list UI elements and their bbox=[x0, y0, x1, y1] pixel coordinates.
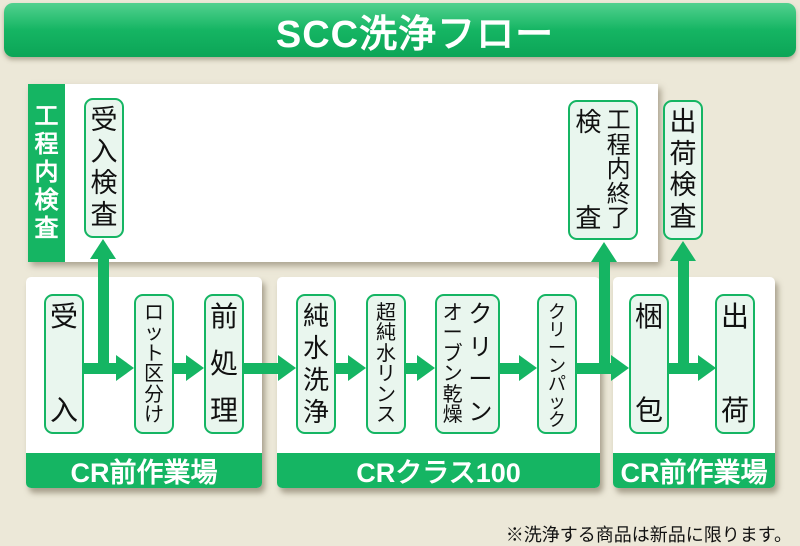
step-receive: 受入 bbox=[44, 294, 84, 434]
arrow-wash-to-rinse-shaft bbox=[336, 363, 349, 374]
arrow-pretreat-to-wash-shaft bbox=[243, 363, 279, 374]
group-label: CR前作業場 bbox=[26, 453, 262, 488]
step-clean-oven-dry: クリーン オーブン乾燥 bbox=[435, 294, 500, 434]
group-label: CRクラス100 bbox=[277, 453, 600, 488]
group-label: CR前作業場 bbox=[613, 453, 775, 488]
arrow-receive-to-lot-head bbox=[116, 355, 134, 381]
arrow-to-ship-inspection-head bbox=[670, 241, 696, 261]
arrow-to-ship-inspection-shaft bbox=[678, 259, 689, 374]
arrow-rinse-to-oven-shaft bbox=[406, 363, 418, 374]
arrow-oven-to-pack-head bbox=[519, 355, 537, 381]
arrow-lot-to-pretreat-head bbox=[186, 355, 204, 381]
process-end-inspection-box: 工程内終了 検査 bbox=[568, 100, 638, 240]
step-shipping: 出荷 bbox=[715, 294, 755, 434]
step-packing: 梱包 bbox=[629, 294, 669, 434]
arrow-packing-to-ship-head bbox=[698, 355, 716, 381]
arrow-to-receive-inspection-shaft bbox=[98, 257, 109, 374]
header-bar: SCC洗浄フロー bbox=[4, 3, 796, 57]
arrow-wash-to-rinse-head bbox=[348, 355, 366, 381]
page-title: SCC洗浄フロー bbox=[275, 13, 555, 56]
arrow-oven-to-pack-shaft bbox=[500, 363, 520, 374]
arrow-pretreat-to-wash-head bbox=[278, 355, 296, 381]
shipping-inspection-box: 出荷検査 bbox=[663, 100, 703, 240]
receive-inspection-box: 受入検査 bbox=[84, 98, 124, 238]
arrow-rinse-to-oven-head bbox=[417, 355, 435, 381]
arrow-to-process-end-head bbox=[591, 242, 617, 262]
inspection-panel bbox=[28, 84, 658, 262]
inprocess-inspection-strip: 工程内検査 bbox=[28, 84, 65, 262]
arrow-lot-to-pretreat-shaft bbox=[173, 363, 187, 374]
step-clean-pack: クリーンパック bbox=[537, 294, 577, 434]
arrow-to-receive-inspection-head bbox=[90, 239, 116, 259]
step-pure-water-wash: 純水洗浄 bbox=[296, 294, 336, 434]
arrow-pack-to-packing-head bbox=[611, 355, 629, 381]
step-ultrapure-rinse: 超純水リンス bbox=[366, 294, 406, 434]
footnote: ※洗浄する商品は新品に限ります。 bbox=[505, 525, 792, 545]
arrow-pack-to-packing-shaft bbox=[577, 363, 612, 374]
step-lot-sorting: ロット区分け bbox=[134, 294, 174, 434]
step-pretreatment: 前処理 bbox=[204, 294, 244, 434]
arrow-to-process-end-shaft bbox=[599, 260, 610, 374]
